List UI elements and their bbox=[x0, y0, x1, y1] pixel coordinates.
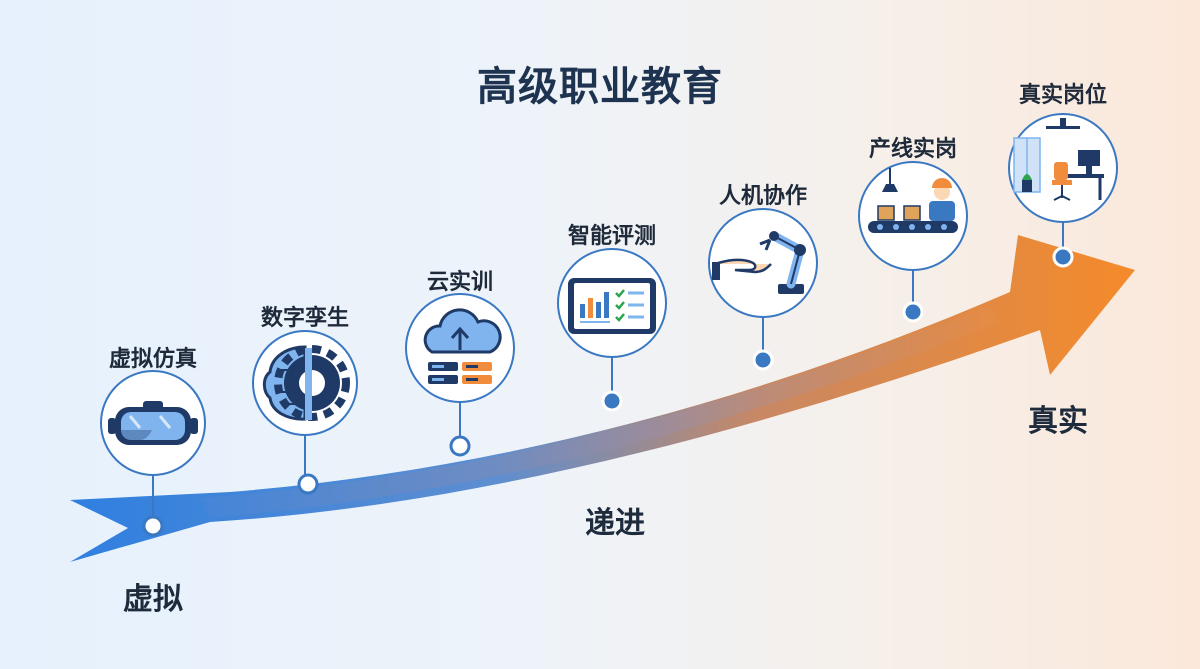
robot-arm-hand-icon bbox=[712, 231, 806, 294]
stage-label-vr-simulation: 虚拟仿真 bbox=[108, 347, 198, 372]
start-label: 虚拟 bbox=[123, 582, 183, 617]
stage-label-real-job: 真实岗位 bbox=[1018, 83, 1108, 108]
office-workstation-icon bbox=[1013, 118, 1104, 201]
stems bbox=[152, 222, 1064, 523]
progress-arrow-band bbox=[200, 305, 1000, 518]
cloud-server-icon bbox=[423, 308, 502, 384]
node-dot bbox=[601, 390, 623, 412]
node-dot bbox=[142, 515, 164, 537]
stage-label-production-line: 产线实岗 bbox=[868, 137, 958, 162]
vr-headset-icon bbox=[108, 401, 198, 445]
node-dot bbox=[297, 473, 319, 495]
node-dot bbox=[1052, 246, 1074, 268]
tablet-checklist-icon bbox=[568, 278, 656, 334]
stage-label-digital-twin: 数字孪生 bbox=[260, 306, 350, 331]
production-line-worker-icon bbox=[868, 168, 958, 233]
node-dot bbox=[902, 301, 924, 323]
progress-arrow bbox=[70, 235, 1135, 562]
stage-label-smart-assessment: 智能评测 bbox=[567, 224, 657, 249]
stage-label-cloud-training: 云实训 bbox=[426, 270, 494, 295]
diagram-title: 高级职业教育 bbox=[477, 64, 723, 110]
timeline-nodes bbox=[142, 246, 1074, 537]
node-dot bbox=[449, 435, 471, 457]
middle-label: 递进 bbox=[585, 506, 645, 541]
brain-gear-icon bbox=[262, 345, 350, 421]
node-dot bbox=[752, 349, 774, 371]
end-label: 真实 bbox=[1028, 404, 1088, 439]
stage-label-human-robot: 人机协作 bbox=[718, 184, 808, 209]
